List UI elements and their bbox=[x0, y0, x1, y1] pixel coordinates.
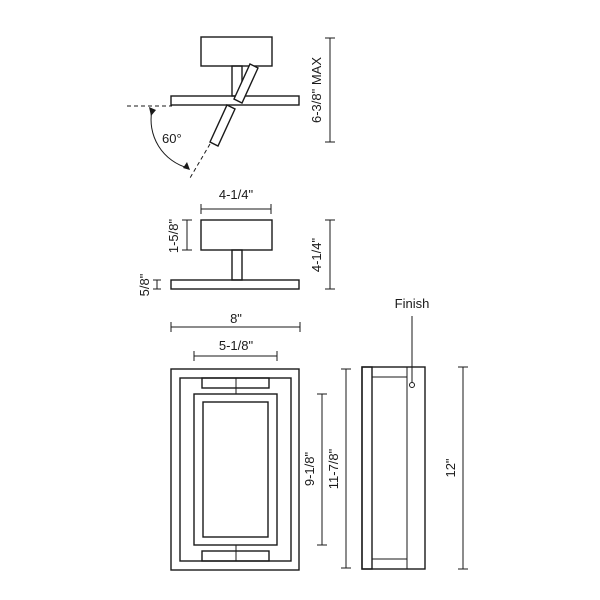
tilt-view: 6-3/8" MAX 60° bbox=[127, 36, 335, 179]
side-view: 4-1/4" 1-5/8" 4-1/4" 5/8" bbox=[137, 187, 335, 296]
angle-arrow-top bbox=[149, 107, 156, 116]
front-diffuser-panel bbox=[202, 401, 269, 538]
tilt-view-arm-upper bbox=[233, 63, 259, 104]
front-second-frame bbox=[179, 377, 292, 562]
angle-tilt-guide bbox=[189, 143, 211, 179]
profile-wall-plate bbox=[361, 366, 373, 570]
front-outer-frame bbox=[170, 368, 300, 571]
max-height-label: 6-3/8" MAX bbox=[309, 57, 324, 123]
angle-arrow-bottom bbox=[183, 162, 190, 170]
canopy-width-label: 4-1/4" bbox=[219, 187, 254, 202]
overall-width-label: 8" bbox=[230, 311, 242, 326]
profile-view: Finish 12" bbox=[361, 296, 468, 570]
inner-height-label: 9-1/8" bbox=[302, 451, 317, 486]
angle-label: 60° bbox=[162, 131, 182, 146]
finish-label: Finish bbox=[395, 296, 430, 311]
side-view-stem bbox=[231, 249, 243, 281]
tilt-view-canopy bbox=[200, 36, 273, 67]
tilt-view-arm-lower bbox=[209, 104, 236, 147]
inner-width-label: 5-1/8" bbox=[219, 338, 254, 353]
angle-arc bbox=[150, 109, 189, 169]
front-view: 8" 5-1/8" 9-1/8" 11-7/8" bbox=[170, 311, 351, 571]
side-view-canopy bbox=[200, 219, 273, 251]
frame-height-label: 11-7/8" bbox=[326, 448, 341, 489]
side-height-label: 4-1/4" bbox=[309, 237, 324, 272]
plate-thickness-label: 5/8" bbox=[137, 273, 152, 296]
finish-leader-dot bbox=[409, 382, 415, 388]
front-inner-frame bbox=[193, 393, 278, 546]
canopy-height-label: 1-5/8" bbox=[166, 218, 181, 253]
overall-height-label: 12" bbox=[443, 458, 458, 477]
side-view-plate bbox=[170, 279, 300, 290]
